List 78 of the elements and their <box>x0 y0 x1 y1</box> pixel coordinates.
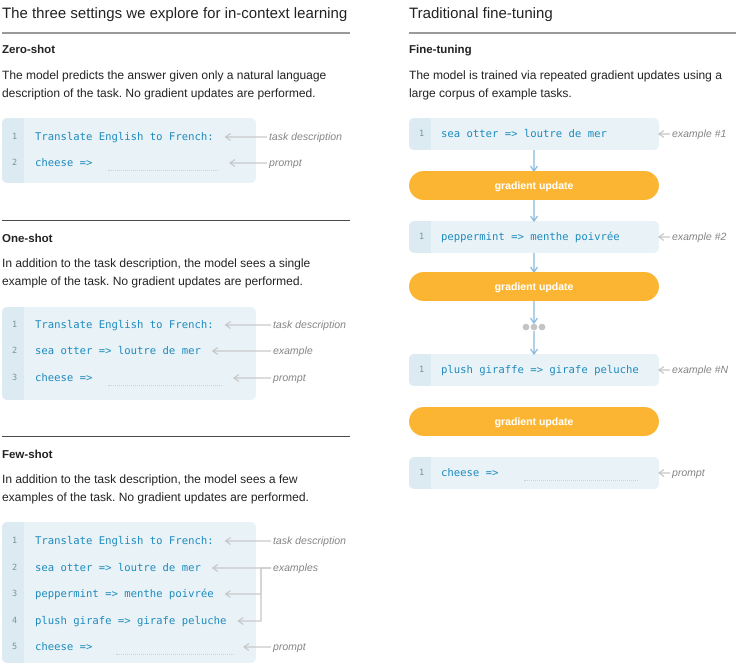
arrow <box>530 253 538 273</box>
section-heading: Zero-shot <box>2 44 56 56</box>
column-heading: The three settings we explore for in-context learning <box>2 5 348 22</box>
code-text: sea otter => loutre de mer <box>441 127 607 142</box>
line-number: 1 <box>12 535 18 548</box>
line-number: 1 <box>419 128 424 141</box>
process-pill: gradient update <box>409 272 659 301</box>
code-panel <box>409 221 659 253</box>
description-text: The model predicts the answer given only a natural language description of the task. No gradient updates are performed. <box>2 67 328 102</box>
leader-line <box>229 158 267 168</box>
annotation-label: example <box>273 343 313 359</box>
line-number: 2 <box>12 562 18 575</box>
leader-line <box>658 468 670 478</box>
arrow <box>530 331 538 355</box>
code-text: plush giraffe => girafe peluche <box>441 363 639 378</box>
process-pill: gradient update <box>409 171 659 200</box>
code-text: plush girafe => girafe peluche <box>35 614 226 629</box>
code-panel <box>409 118 659 150</box>
line-number: 1 <box>419 231 424 244</box>
arrow <box>530 301 538 324</box>
code-text: peppermint => menthe poivrée <box>441 230 620 245</box>
line-number: 3 <box>12 372 18 385</box>
code-text: sea otter => loutre de mer <box>35 561 201 576</box>
code-text: Translate English to French: <box>35 534 214 549</box>
code-panel <box>2 118 256 183</box>
annotation-label: example #2 <box>672 229 726 245</box>
annotation-label: task description <box>273 533 346 549</box>
annotation-label: prompt <box>273 370 306 386</box>
code-text: Translate English to French: <box>35 130 214 145</box>
leader-line <box>212 346 271 356</box>
annotation-label: examples <box>273 560 318 576</box>
leader-line <box>224 320 271 330</box>
line-number: 5 <box>12 641 18 654</box>
annotation-label: prompt <box>672 465 705 481</box>
description-text: In addition to the task description, the model sees a single example of the task. No gradient updates are performed. <box>2 255 312 290</box>
line-number: 3 <box>12 588 18 601</box>
annotation-label: prompt <box>269 155 302 171</box>
code-panel <box>2 307 256 400</box>
code-panel <box>409 457 659 489</box>
line-number: 1 <box>419 467 424 480</box>
code-text: cheese => <box>35 371 92 386</box>
section-heading: Few-shot <box>2 449 52 461</box>
line-number: 1 <box>12 319 18 332</box>
leader-line <box>658 366 670 374</box>
line-number: 2 <box>12 157 18 170</box>
code-panel <box>2 522 256 663</box>
leader-line <box>658 130 670 138</box>
annotation-label: task description <box>269 129 342 145</box>
leader-line <box>243 642 271 652</box>
leader-line <box>233 374 271 382</box>
annotation-label: task description <box>273 317 346 333</box>
leader-line <box>238 567 271 626</box>
section-heading: One-shot <box>2 233 52 245</box>
annotation-label: example #1 <box>672 126 726 142</box>
description-text: In addition to the task description, the model sees a few examples of the task. No gradient updates are performed. <box>2 471 310 506</box>
line-number: 1 <box>419 364 424 377</box>
line-number: 1 <box>12 131 18 144</box>
code-text: cheese => <box>35 156 92 171</box>
leader-line <box>224 132 267 142</box>
section-heading: Fine-tuning <box>409 44 472 56</box>
column-heading: Traditional fine-tuning <box>409 5 553 22</box>
ellipsis-icon <box>522 323 546 331</box>
annotation-label: prompt <box>273 639 306 655</box>
leader-line <box>658 232 670 242</box>
line-number: 2 <box>12 345 18 358</box>
code-text: sea otter => loutre de mer <box>35 344 201 359</box>
description-text: The model is trained via repeated gradient updates using a large corpus of example tasks. <box>409 67 723 102</box>
annotation-label: example #N <box>672 362 728 378</box>
code-text: cheese => <box>441 466 498 481</box>
line-number: 4 <box>12 615 18 628</box>
code-text: Translate English to French: <box>35 318 214 333</box>
arrow <box>530 200 538 222</box>
process-pill: gradient update <box>409 407 659 436</box>
code-panel <box>409 354 659 386</box>
leader-line <box>224 536 271 546</box>
code-text: peppermint => menthe poivrée <box>35 587 214 602</box>
code-text: cheese => <box>35 640 92 655</box>
arrow <box>530 150 538 172</box>
